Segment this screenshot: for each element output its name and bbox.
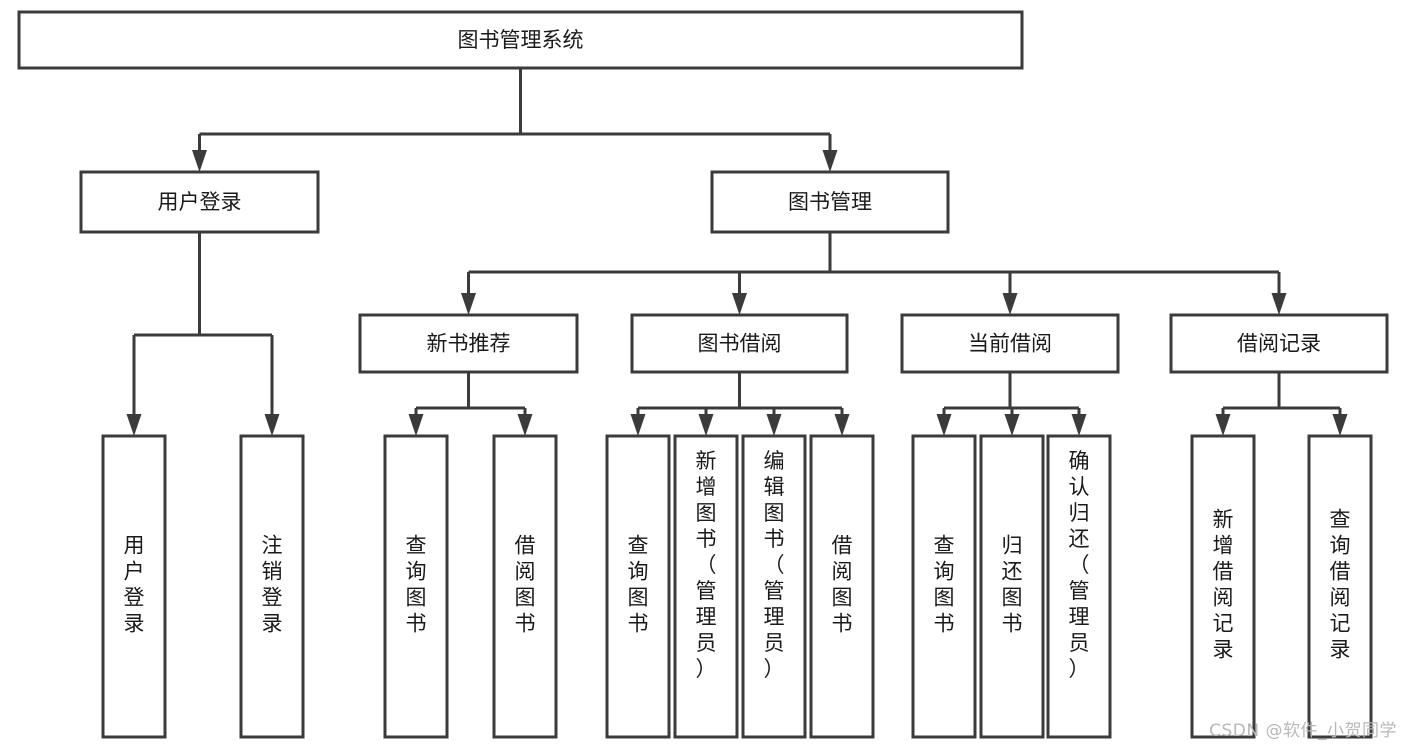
node-box-leaf-query-book-cur[interactable] bbox=[911, 434, 977, 739]
node-label-root: 图书管理系统 bbox=[458, 28, 584, 52]
node-label-leaf-query-book-cur: 查询图书 bbox=[934, 534, 955, 636]
node-box-leaf-add-book[interactable] bbox=[673, 434, 739, 739]
node-label-leaf-borrow-book: 借阅图书 bbox=[832, 534, 853, 636]
edge-group-book-manage bbox=[461, 232, 1287, 315]
node-label-borrow-record: 借阅记录 bbox=[1237, 332, 1321, 356]
node-box-new-book-rec[interactable] bbox=[358, 313, 579, 374]
edge-group-borrow-record bbox=[1215, 372, 1348, 436]
node-leaf-borrow-book[interactable]: 借阅图书 bbox=[809, 434, 875, 739]
node-label-book-borrow: 图书借阅 bbox=[698, 332, 782, 356]
edge-group-root bbox=[192, 68, 838, 172]
edge-group-book-borrow bbox=[630, 372, 850, 436]
node-leaf-query-record[interactable]: 查询借阅记录 bbox=[1307, 434, 1373, 739]
node-box-leaf-borrow-book[interactable] bbox=[809, 434, 875, 739]
node-leaf-borrow-book-rec[interactable]: 借阅图书 bbox=[492, 434, 558, 739]
node-leaf-edit-book[interactable]: 编辑图书（管理员） bbox=[741, 434, 807, 739]
edge-group-current-borrow bbox=[936, 372, 1087, 436]
node-label-leaf-add-book: 新增图书（管理员） bbox=[696, 449, 717, 681]
node-leaf-return-book[interactable]: 归还图书 bbox=[979, 434, 1045, 739]
node-box-book-manage[interactable] bbox=[710, 170, 950, 234]
node-box-leaf-query-record[interactable] bbox=[1307, 434, 1373, 739]
node-leaf-user-login[interactable]: 用户登录 bbox=[101, 434, 167, 739]
node-borrow-record[interactable]: 借阅记录 bbox=[1169, 313, 1389, 374]
node-label-leaf-edit-book: 编辑图书（管理员） bbox=[764, 449, 785, 681]
node-label-leaf-query-book-rec: 查询图书 bbox=[406, 534, 427, 636]
node-root[interactable]: 图书管理系统 bbox=[17, 10, 1024, 70]
node-box-current-borrow[interactable] bbox=[900, 313, 1120, 374]
node-user-login[interactable]: 用户登录 bbox=[79, 170, 320, 234]
node-box-borrow-record[interactable] bbox=[1169, 313, 1389, 374]
node-box-user-login[interactable] bbox=[79, 170, 320, 234]
edge-group-new-book-rec bbox=[408, 372, 533, 436]
node-label-leaf-query-book: 查询图书 bbox=[628, 534, 649, 636]
node-box-leaf-edit-book[interactable] bbox=[741, 434, 807, 739]
node-box-leaf-add-record[interactable] bbox=[1190, 434, 1256, 739]
node-label-current-borrow: 当前借阅 bbox=[968, 332, 1052, 356]
node-label-book-manage: 图书管理 bbox=[788, 190, 872, 214]
node-leaf-query-book-cur[interactable]: 查询图书 bbox=[911, 434, 977, 739]
node-leaf-query-book-rec[interactable]: 查询图书 bbox=[383, 434, 449, 739]
node-box-leaf-user-logout[interactable] bbox=[239, 434, 305, 739]
node-label-leaf-add-record: 新增借阅记录 bbox=[1213, 508, 1234, 662]
node-label-leaf-user-login: 用户登录 bbox=[124, 534, 145, 636]
node-label-leaf-confirm-return: 确认归还（管理员） bbox=[1069, 449, 1090, 681]
node-label-leaf-borrow-book-rec: 借阅图书 bbox=[515, 534, 536, 636]
node-new-book-rec[interactable]: 新书推荐 bbox=[358, 313, 579, 374]
node-label-leaf-return-book: 归还图书 bbox=[1002, 534, 1023, 636]
node-box-leaf-borrow-book-rec[interactable] bbox=[492, 434, 558, 739]
node-label-user-login: 用户登录 bbox=[158, 190, 242, 214]
csdn-watermark: CSDN @软件_小贺同学 bbox=[1209, 721, 1397, 741]
edge-group-user-login bbox=[126, 232, 280, 436]
node-current-borrow[interactable]: 当前借阅 bbox=[900, 313, 1120, 374]
node-leaf-confirm-return[interactable]: 确认归还（管理员） bbox=[1046, 434, 1112, 739]
node-box-leaf-user-login[interactable] bbox=[101, 434, 167, 739]
node-leaf-add-book[interactable]: 新增图书（管理员） bbox=[673, 434, 739, 739]
node-box-root[interactable] bbox=[17, 10, 1024, 70]
node-book-borrow[interactable]: 图书借阅 bbox=[630, 313, 849, 374]
node-label-leaf-user-logout: 注销登录 bbox=[262, 534, 283, 636]
node-leaf-user-logout[interactable]: 注销登录 bbox=[239, 434, 305, 739]
node-box-leaf-confirm-return[interactable] bbox=[1046, 434, 1112, 739]
node-leaf-query-book[interactable]: 查询图书 bbox=[605, 434, 671, 739]
node-box-book-borrow[interactable] bbox=[630, 313, 849, 374]
node-label-leaf-query-record: 查询借阅记录 bbox=[1330, 508, 1351, 662]
node-box-leaf-query-book[interactable] bbox=[605, 434, 671, 739]
connector-layer bbox=[126, 68, 1348, 436]
node-book-manage[interactable]: 图书管理 bbox=[710, 170, 950, 234]
node-label-new-book-rec: 新书推荐 bbox=[427, 332, 511, 356]
node-layer: 图书管理系统用户登录图书管理新书推荐图书借阅当前借阅借阅记录用户登录注销登录查询… bbox=[17, 10, 1389, 739]
node-leaf-add-record[interactable]: 新增借阅记录 bbox=[1190, 434, 1256, 739]
node-box-leaf-query-book-rec[interactable] bbox=[383, 434, 449, 739]
node-box-leaf-return-book[interactable] bbox=[979, 434, 1045, 739]
